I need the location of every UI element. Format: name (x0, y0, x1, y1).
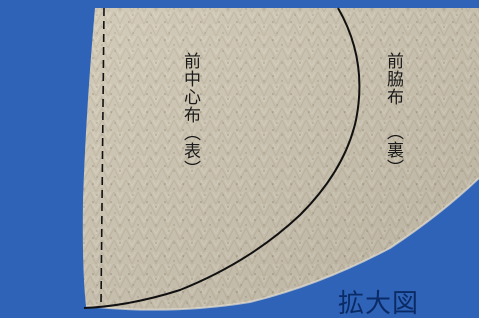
enlarged-view-caption: 拡大図 (338, 289, 420, 319)
seam-line (83, 7, 361, 309)
side-front-label: 前脇布 (383, 52, 403, 106)
fabric-edge (85, 177, 479, 311)
front-center-label: 前中心布（表） (180, 52, 200, 178)
side-front-back-label: （裏） (383, 123, 403, 177)
dashed-center-line (100, 7, 105, 305)
bottom-border (0, 318, 479, 325)
